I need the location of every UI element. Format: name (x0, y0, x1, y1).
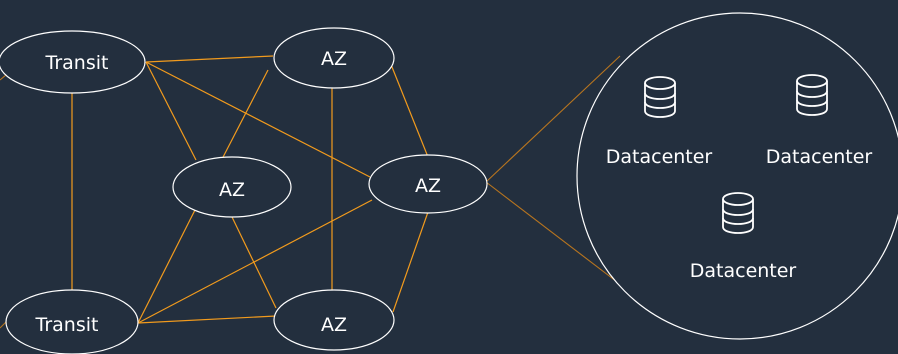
database-icon (722, 192, 754, 234)
link-transit-top-az-center (145, 61, 371, 178)
link-transit-top-az-top (145, 55, 274, 63)
link-az-left-az-bottom (231, 216, 277, 309)
datacenter-label: Datacenter (766, 146, 873, 168)
az-node-left: AZ (172, 156, 292, 218)
az-node-top-label: AZ (321, 48, 347, 70)
az-node-left-label: AZ (219, 179, 245, 201)
link-transit-bottom-az-bottom (137, 315, 277, 324)
link-transit-bottom-az-left (137, 209, 196, 324)
transit-node-top-label: Transit (45, 52, 109, 74)
az-node-center-label: AZ (415, 175, 441, 197)
zoom-line-top (485, 55, 621, 183)
az-node-center: AZ (368, 154, 488, 214)
transit-node-bottom-label: Transit (35, 314, 99, 336)
az-node-bottom-label: AZ (321, 314, 347, 336)
database-icon (796, 74, 828, 116)
datacenter-label: Datacenter (606, 146, 713, 168)
transit-node-top: Transit (0, 30, 146, 94)
zoom-line-bottom (485, 181, 626, 289)
datacenter-label: Datacenter (690, 260, 797, 282)
link-az-center-az-bottom (392, 211, 429, 313)
az-node-top: AZ (273, 27, 395, 89)
link-az-top-az-center (389, 61, 429, 158)
network-links (71, 55, 429, 324)
link-transit-bottom-az-center (137, 199, 373, 324)
link-az-top-az-left (219, 69, 269, 164)
link-transit-top-az-left (145, 61, 197, 161)
transit-node-bottom: Transit (5, 289, 139, 354)
az-node-bottom: AZ (273, 289, 395, 351)
datacenter-detail: Datacenter Datacenter Datacenter (576, 12, 898, 340)
database-icon (644, 76, 676, 118)
